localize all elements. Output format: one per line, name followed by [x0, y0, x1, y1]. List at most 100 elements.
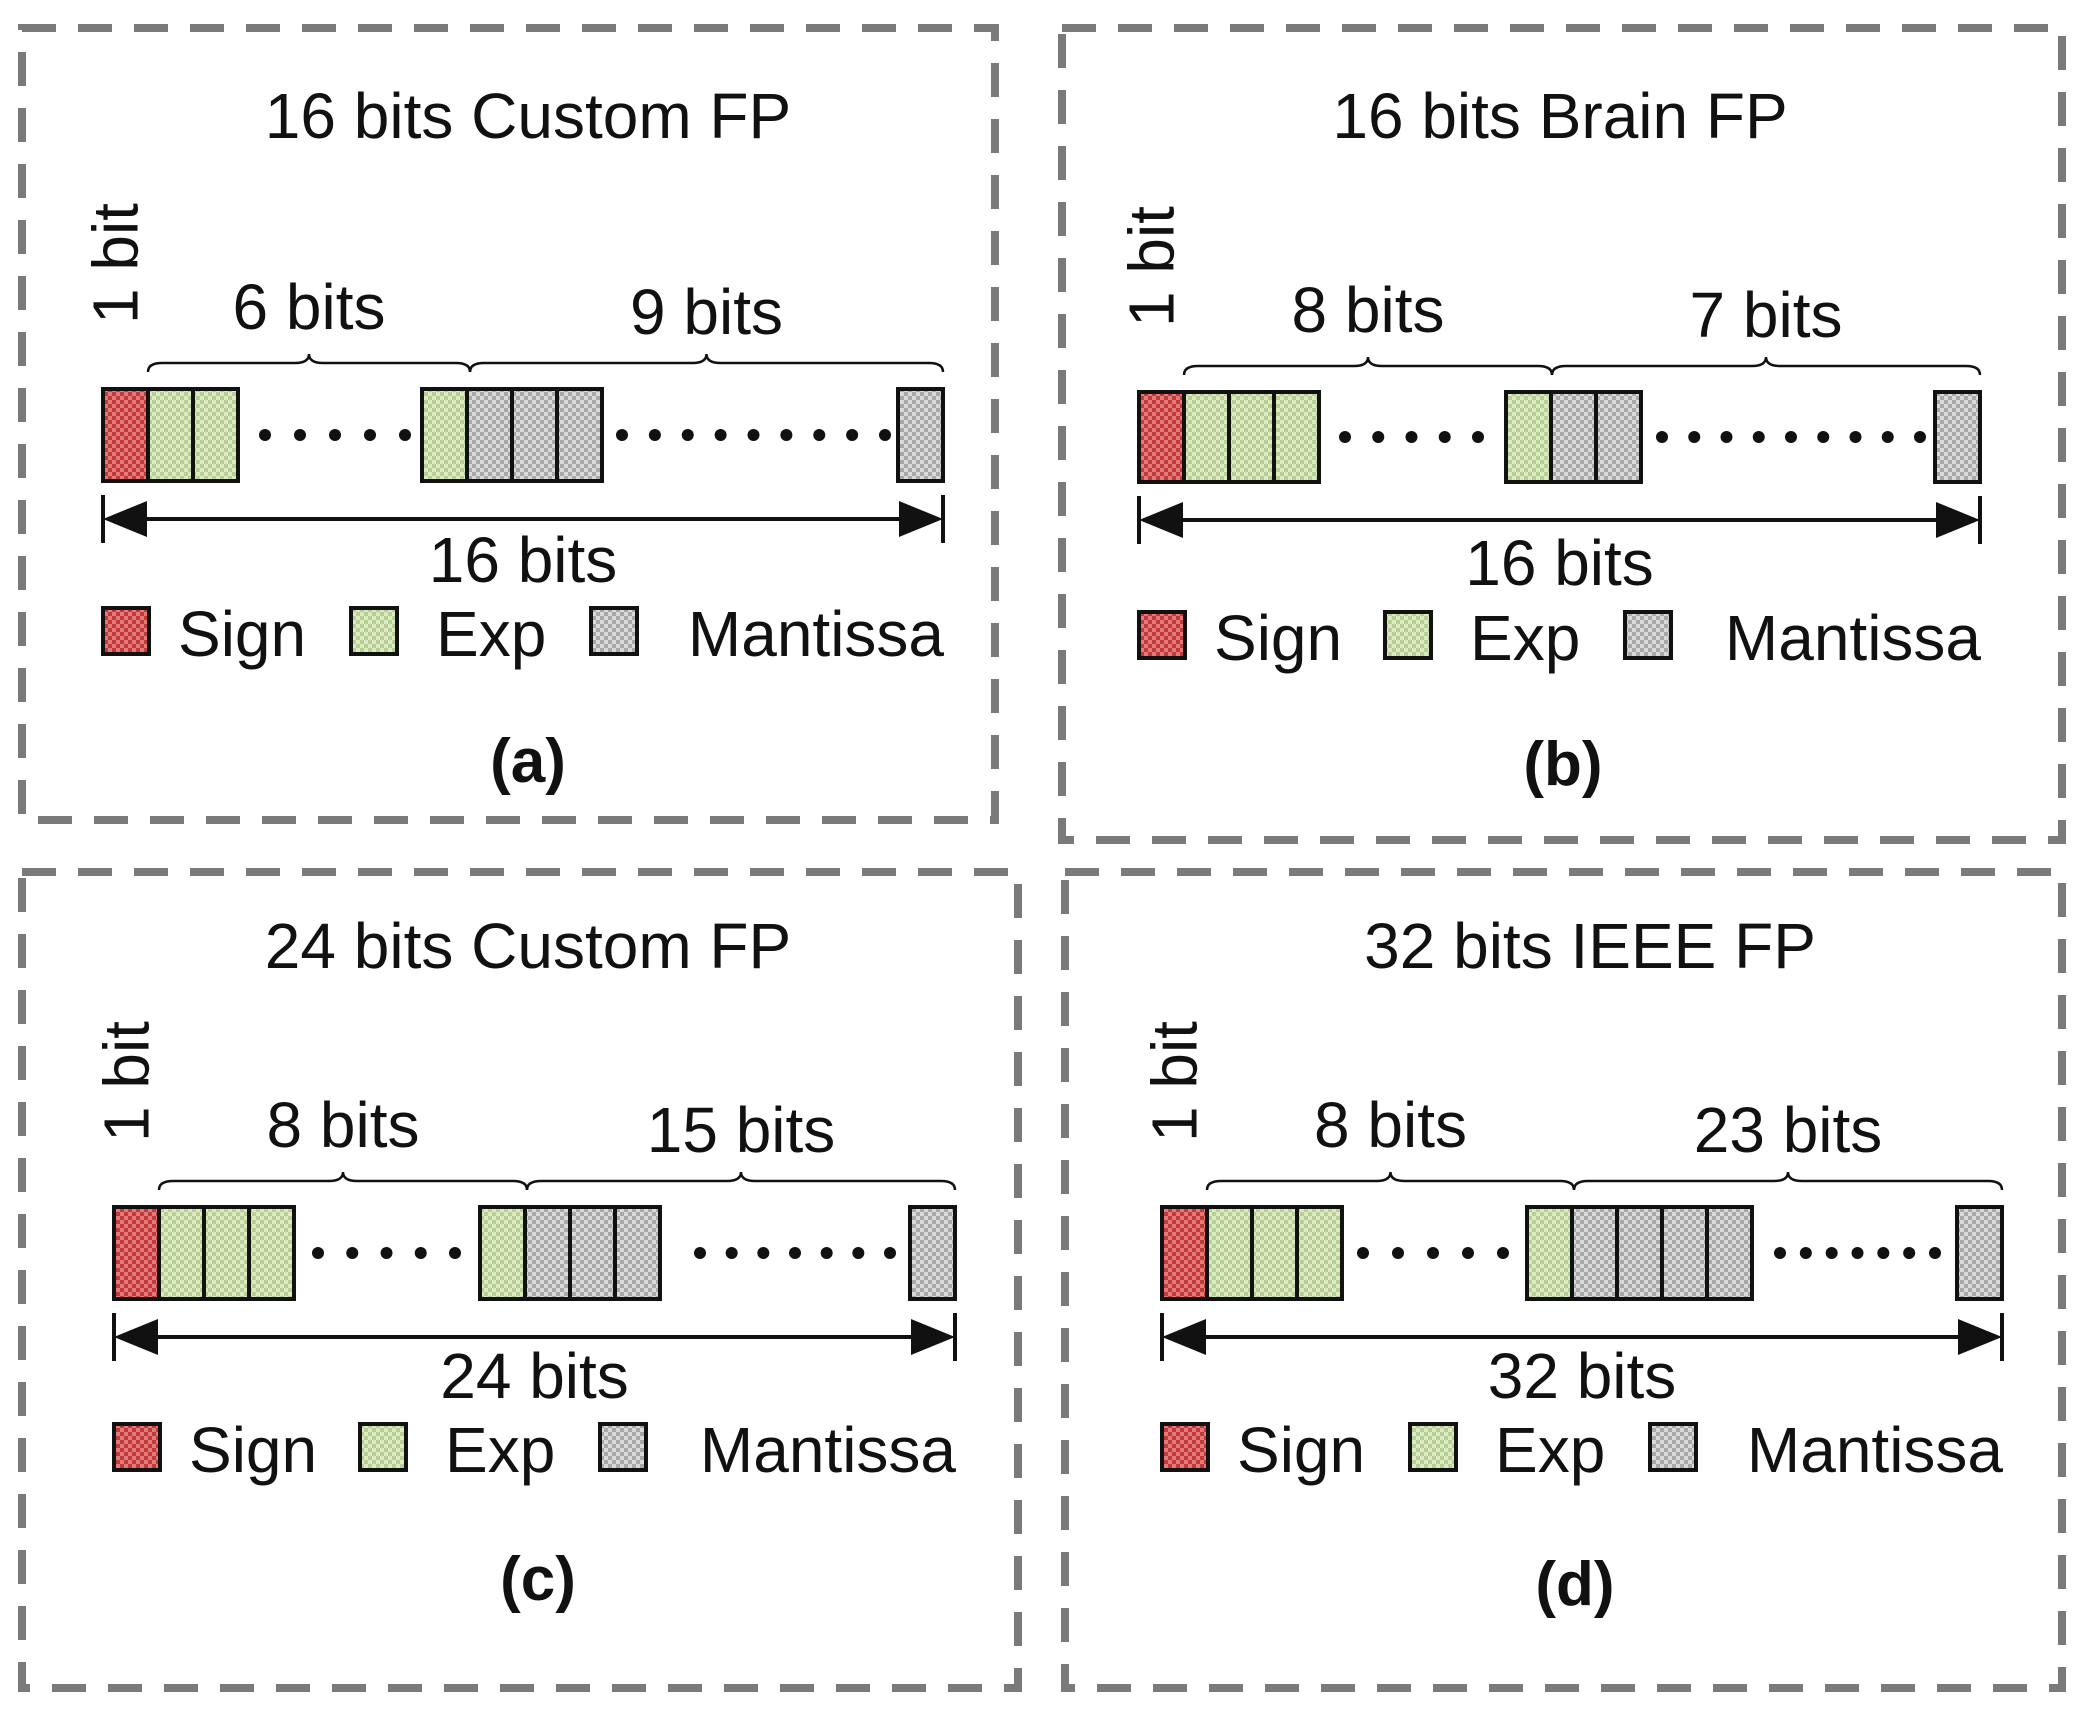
legend-sign-swatch [1160, 1422, 1210, 1472]
ellipsis-dot [414, 1247, 427, 1259]
mantissa-bit-cell [896, 387, 945, 483]
legend-sign-label: Sign [1237, 1414, 1365, 1486]
total-width-label: 16 bits [429, 524, 618, 596]
mantissa-brace [1550, 356, 1982, 376]
ellipsis-dot [259, 429, 271, 441]
ellipsis-dot [852, 1247, 865, 1259]
ellipsis-dot [820, 1247, 833, 1259]
panel-border [18, 868, 1022, 1692]
ellipsis-dot [1785, 431, 1797, 443]
exponent-bit-cell [191, 387, 240, 483]
sign-width-label: 1 bit [80, 203, 152, 324]
ellipsis-dot [1914, 431, 1926, 443]
ellipsis-dot [747, 429, 760, 441]
mantissa-bit-cell [523, 1205, 572, 1301]
exponent-bit-cell [1182, 390, 1231, 484]
exponent-brace [146, 353, 472, 373]
legend-sign-swatch [101, 606, 151, 656]
ellipsis-dot [1774, 1247, 1786, 1259]
legend-exp-label: Exp [1470, 602, 1580, 674]
total-width-label: 24 bits [440, 1340, 629, 1412]
ellipsis-dot [1851, 1247, 1864, 1259]
ellipsis-dot [1903, 1247, 1916, 1259]
exponent-width-label: 8 bits [1314, 1089, 1467, 1161]
exponent-brace [157, 1171, 529, 1191]
ellipsis-dot [725, 1247, 738, 1259]
panel-title: 16 bits Brain FP [1332, 80, 1787, 152]
exponent-bit-cell [157, 1205, 206, 1301]
panel-caption: (b) [1523, 730, 1602, 799]
mantissa-bit-cell [1933, 390, 1982, 484]
ellipsis-dot [681, 429, 694, 441]
mantissa-bit-cell [1594, 390, 1643, 484]
sign-bit-cell [112, 1205, 161, 1301]
legend-exp-swatch [1383, 610, 1433, 660]
exponent-bit-cell [247, 1205, 296, 1301]
ellipsis-dot [1472, 431, 1484, 443]
arrow-left-head [1162, 1319, 1206, 1355]
ellipsis-dot [813, 429, 826, 441]
panel-title: 32 bits IEEE FP [1364, 910, 1816, 982]
ellipsis-dot [789, 1247, 801, 1259]
mantissa-width-label: 7 bits [1690, 279, 1843, 351]
ellipsis-dot [879, 429, 891, 441]
exponent-width-label: 6 bits [233, 271, 386, 343]
sign-width-label: 1 bit [1116, 206, 1188, 327]
ellipsis-dot [1427, 1247, 1439, 1259]
ellipsis-dot [884, 1247, 896, 1259]
total-width-label: 32 bits [1488, 1340, 1677, 1412]
exponent-bit-cell [1295, 1205, 1344, 1301]
mantissa-brace [468, 353, 945, 373]
ellipsis-dot [1752, 431, 1765, 443]
exponent-width-label: 8 bits [267, 1089, 420, 1161]
exponent-bit-cell [1227, 390, 1276, 484]
panel-border [1058, 24, 2066, 844]
arrow-left-head [1139, 502, 1183, 538]
ellipsis-dot [449, 1247, 461, 1259]
legend-mantissa-label: Mantissa [1725, 602, 1982, 674]
mantissa-bit-cell [613, 1205, 662, 1301]
ellipsis-dot [1817, 431, 1830, 443]
sign-bit-cell [1160, 1205, 1209, 1301]
arrow-right-head [1936, 502, 1980, 538]
legend-mantissa-swatch [589, 606, 639, 656]
mantissa-brace [1572, 1171, 2004, 1191]
ellipsis-dot [329, 429, 341, 441]
panel-border [1061, 868, 2066, 1692]
exponent-width-label: 8 bits [1292, 274, 1445, 346]
ellipsis-dot [694, 1247, 706, 1259]
legend-exp-label: Exp [1495, 1414, 1605, 1486]
ellipsis-dot [1799, 1247, 1812, 1259]
arrow-left-head [103, 501, 147, 537]
ellipsis-dot [616, 429, 628, 441]
panel-caption: (d) [1535, 1550, 1614, 1619]
legend-exp-label: Exp [436, 598, 546, 670]
mantissa-width-label: 9 bits [630, 276, 783, 348]
ellipsis-dot [1405, 431, 1418, 443]
legend-sign-swatch [1137, 610, 1187, 660]
mantissa-bit-cell [510, 387, 559, 483]
ellipsis-dot [399, 429, 411, 441]
exponent-bit-cell [1205, 1205, 1254, 1301]
exponent-bit-cell [420, 387, 469, 483]
ellipsis-dot [1929, 1247, 1941, 1259]
panel-border [18, 24, 999, 824]
legend-sign-label: Sign [189, 1414, 317, 1486]
ellipsis-dot [1825, 1247, 1838, 1259]
arrow-right-head [899, 501, 943, 537]
sign-bit-cell [1137, 390, 1186, 484]
ellipsis-dot [1688, 431, 1701, 443]
ellipsis-dot [1339, 431, 1351, 443]
mantissa-bit-cell [1615, 1205, 1664, 1301]
ellipsis-dot [846, 429, 859, 441]
ellipsis-dot [1462, 1247, 1474, 1259]
ellipsis-dot [1357, 1247, 1369, 1259]
legend-sign-label: Sign [178, 598, 306, 670]
legend-exp-swatch [358, 1422, 408, 1472]
ellipsis-dot [294, 429, 306, 441]
panel-title: 24 bits Custom FP [265, 910, 791, 982]
arrow-left-head [114, 1319, 158, 1355]
